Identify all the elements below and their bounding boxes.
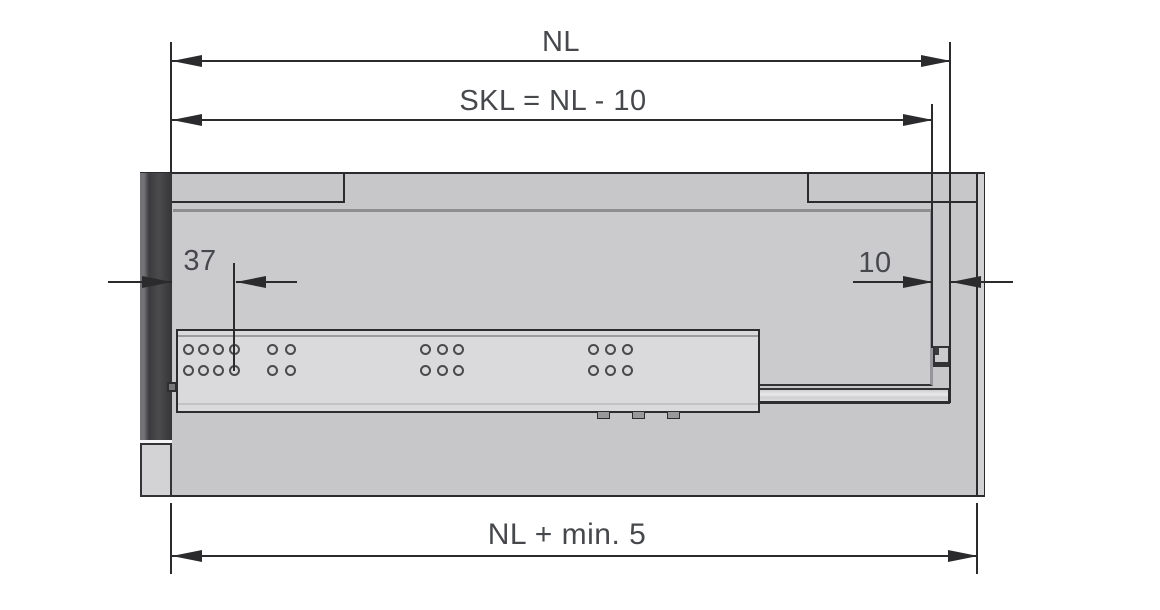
- screw-hole: [182, 364, 194, 376]
- dim-label-skl: SKL = NL - 10: [459, 85, 647, 117]
- cabinet-back-inner-line: [976, 172, 978, 497]
- dimension-line-nl-min: [172, 555, 978, 557]
- rail-mounting-tab: [597, 412, 610, 419]
- screw-hole: [284, 343, 296, 355]
- extension-line-front-bottom: [170, 503, 172, 574]
- skl-arrowhead-left: [172, 114, 202, 126]
- screw-hole: [436, 343, 448, 355]
- screw-hole: [452, 343, 464, 355]
- screw-hole: [197, 343, 209, 355]
- dimension-line-10-outer: [951, 281, 1013, 283]
- dimension-line-37-outer: [108, 281, 172, 283]
- dim10-arrowhead-right: [951, 276, 981, 288]
- dim37-arrowhead-left: [142, 276, 172, 288]
- rail-top-groove: [178, 335, 758, 337]
- runner-rail: [176, 329, 760, 413]
- dim-label-nl: NL: [541, 26, 581, 58]
- dimension-line-nl: [172, 60, 951, 62]
- screw-hole: [284, 364, 296, 376]
- screw-hole: [621, 364, 633, 376]
- dim-label-10: 10: [858, 247, 892, 279]
- top-rail-notch-right: [807, 174, 978, 203]
- runner-rear-section: [758, 388, 950, 404]
- cabinet-bottom-front-block: [140, 443, 172, 497]
- extension-line-nl-right: [949, 42, 951, 403]
- screw-hole: [419, 343, 431, 355]
- screw-hole: [587, 343, 599, 355]
- runner-rear-hook-notch: [935, 347, 939, 355]
- rail-mounting-tab: [632, 412, 645, 419]
- screw-hole: [604, 343, 616, 355]
- screw-hole: [604, 364, 616, 376]
- rail-bottom-groove: [178, 403, 758, 405]
- screw-hole: [266, 343, 278, 355]
- nl-min-arrowhead-right: [948, 550, 978, 562]
- extension-line-skl-right: [931, 104, 933, 348]
- reference-line-37: [233, 263, 235, 371]
- nl-arrowhead-right: [921, 55, 951, 67]
- front-panel-gap: [140, 440, 172, 443]
- skl-arrowhead-right: [903, 114, 933, 126]
- dimension-line-skl: [172, 119, 933, 121]
- screw-hole: [436, 364, 448, 376]
- cabinet-back-panel: [978, 174, 984, 495]
- screw-hole: [212, 343, 224, 355]
- screw-hole: [197, 364, 209, 376]
- rail-mounting-tab: [667, 412, 680, 419]
- drawer-front-panel: [140, 173, 172, 440]
- top-rail-notch-left: [172, 174, 345, 203]
- screw-hole: [419, 364, 431, 376]
- screw-hole: [587, 364, 599, 376]
- screw-hole: [212, 364, 224, 376]
- nl-arrowhead-left: [172, 55, 202, 67]
- extension-line-front-top: [170, 42, 172, 172]
- extension-line-back-bottom: [976, 503, 978, 574]
- runner-front-clip: [167, 382, 177, 392]
- dim-label-37: 37: [183, 245, 217, 277]
- nl-min-arrowhead-left: [172, 550, 202, 562]
- dimension-line-37-inner: [236, 281, 297, 283]
- screw-hole: [266, 364, 278, 376]
- screw-hole: [182, 343, 194, 355]
- dim-label-nl-min: NL + min. 5: [487, 518, 647, 551]
- screw-hole: [621, 343, 633, 355]
- screw-hole: [452, 364, 464, 376]
- dim10-arrowhead-left: [903, 276, 933, 288]
- dimension-line-10-inner: [853, 281, 933, 283]
- dim37-arrowhead-right: [236, 276, 266, 288]
